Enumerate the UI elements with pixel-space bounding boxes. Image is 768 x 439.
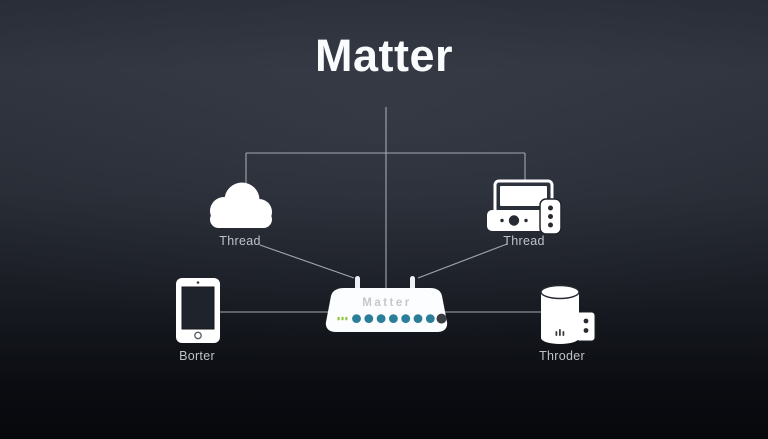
smart-plug-socket-1 — [583, 318, 589, 324]
cloud-icon — [210, 182, 272, 228]
router-label: Matter — [362, 297, 412, 309]
cloud-node-label: Thread — [219, 234, 261, 248]
page-title: Matter — [314, 30, 454, 81]
speaker-logo-mark — [555, 329, 565, 336]
media-box-dot-right — [524, 218, 528, 223]
router-body — [325, 288, 448, 332]
remote-button-1 — [548, 205, 553, 211]
media-box-dot-left — [500, 218, 504, 223]
remote-button-2 — [548, 214, 553, 219]
tablet-home-button — [194, 331, 202, 340]
smart-plug-socket-2 — [583, 328, 589, 333]
tablet-camera-dot — [196, 281, 200, 284]
router-led-teal-circles — [352, 314, 435, 323]
speaker-body — [541, 292, 579, 344]
tv-media-icon — [487, 179, 562, 235]
tablet-node-label: Borter — [179, 349, 215, 363]
router-led-power — [436, 313, 447, 324]
connector-thread-right-to-router — [417, 243, 508, 279]
speaker-plug-icon — [540, 284, 596, 344]
tablet-screen — [181, 286, 215, 330]
speaker-top — [540, 284, 580, 300]
tv-screen — [500, 186, 547, 206]
tablet-icon — [176, 278, 220, 343]
remote-button-3 — [548, 222, 553, 228]
media-node-label: Thread — [503, 234, 545, 248]
speaker-node-label: Throder — [539, 349, 585, 363]
router-icon: Matter — [325, 276, 448, 332]
media-box-lens — [508, 215, 520, 226]
router-led-green-dashes — [337, 316, 348, 321]
connector-thread-left-to-router — [259, 244, 355, 279]
